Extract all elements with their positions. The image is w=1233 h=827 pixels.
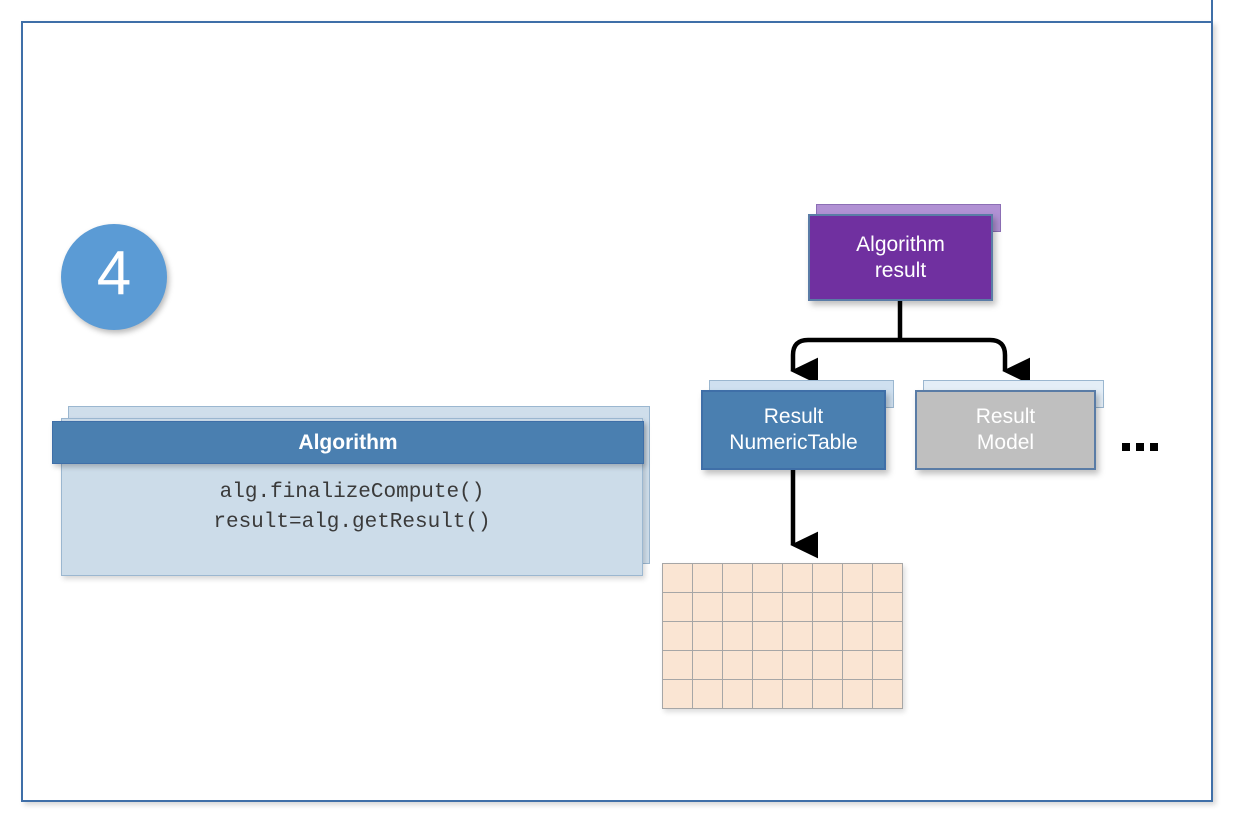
numeric-table-cell — [872, 650, 903, 680]
numeric-table-cell — [842, 592, 873, 622]
numeric-table-cell — [812, 563, 843, 593]
numeric-table-cell — [842, 650, 873, 680]
numeric-table-row — [662, 621, 903, 651]
numeric-table-cell — [812, 621, 843, 651]
algorithm-result-label-line1: Algorithm — [856, 232, 945, 256]
numeric-table-cell — [752, 621, 783, 651]
numeric-table-cell — [782, 563, 813, 593]
result-numerictable-front: Result NumericTable — [701, 390, 886, 470]
numeric-table-row — [662, 679, 903, 709]
code-line-finalize-compute: alg.finalizeCompute() — [219, 481, 485, 504]
numeric-table-cell — [842, 563, 873, 593]
numeric-table-grid — [662, 563, 903, 709]
numeric-table-cell — [872, 679, 903, 709]
numeric-table-cell — [752, 650, 783, 680]
numeric-table-cell — [662, 679, 693, 709]
numeric-table-cell — [692, 592, 723, 622]
numeric-table-cell — [752, 592, 783, 622]
step-number-label: 4 — [96, 239, 132, 308]
step-number-badge: 4 — [61, 224, 167, 330]
numeric-table-cell — [872, 563, 903, 593]
numeric-table-cell — [782, 621, 813, 651]
more-results-ellipsis-icon — [1122, 443, 1158, 451]
code-line-get-result: result=alg.getResult() — [213, 510, 491, 534]
numeric-table-cell — [662, 563, 693, 593]
numeric-table-cell — [812, 679, 843, 709]
result-model-front: Result Model — [915, 390, 1096, 470]
numeric-table-cell — [812, 592, 843, 622]
algorithm-card-header: Algorithm — [52, 421, 644, 464]
slide-frame-corner-tick — [1211, 0, 1213, 26]
numeric-table-cell — [752, 563, 783, 593]
numeric-table-cell — [722, 679, 753, 709]
numeric-table-cell — [842, 621, 873, 651]
numeric-table-cell — [752, 679, 783, 709]
numeric-table-cell — [782, 679, 813, 709]
numeric-table-cell — [692, 563, 723, 593]
numeric-table-cell — [722, 621, 753, 651]
numeric-table-row — [662, 650, 903, 680]
algorithm-result-label-line2: result — [874, 258, 927, 282]
ellipsis-dot — [1136, 443, 1144, 451]
numeric-table-cell — [782, 592, 813, 622]
numeric-table-cell — [692, 650, 723, 680]
algorithm-result-box: Algorithm result — [808, 204, 1001, 301]
ellipsis-dot — [1122, 443, 1130, 451]
algorithm-card-title: Algorithm — [298, 430, 398, 454]
numeric-table-cell — [812, 650, 843, 680]
numeric-table-grid-body — [662, 563, 903, 709]
algorithm-code-block: alg.finalizeCompute() result=alg.getResu… — [61, 478, 643, 538]
result-numerictable-label-line2: NumericTable — [729, 431, 858, 454]
numeric-table-cell — [872, 621, 903, 651]
numeric-table-cell — [662, 650, 693, 680]
ellipsis-dot — [1150, 443, 1158, 451]
algorithm-result-front: Algorithm result — [808, 214, 993, 301]
result-numerictable-box: Result NumericTable — [701, 380, 894, 470]
numeric-table-cell — [782, 650, 813, 680]
numeric-table-cell — [722, 592, 753, 622]
numeric-table-cell — [662, 621, 693, 651]
numeric-table-cell — [722, 563, 753, 593]
numeric-table-row — [662, 592, 903, 622]
numeric-table-row — [662, 563, 903, 593]
numeric-table-cell — [872, 592, 903, 622]
numeric-table-cell — [722, 650, 753, 680]
numeric-table-cell — [692, 679, 723, 709]
numeric-table-cell — [842, 679, 873, 709]
result-numerictable-label-line1: Result — [763, 405, 824, 429]
result-model-box: Result Model — [915, 380, 1104, 470]
result-model-label-line1: Result — [975, 405, 1036, 429]
numeric-table-cell — [662, 592, 693, 622]
numeric-table-cell — [692, 621, 723, 651]
result-model-label-line2: Model — [976, 431, 1035, 454]
